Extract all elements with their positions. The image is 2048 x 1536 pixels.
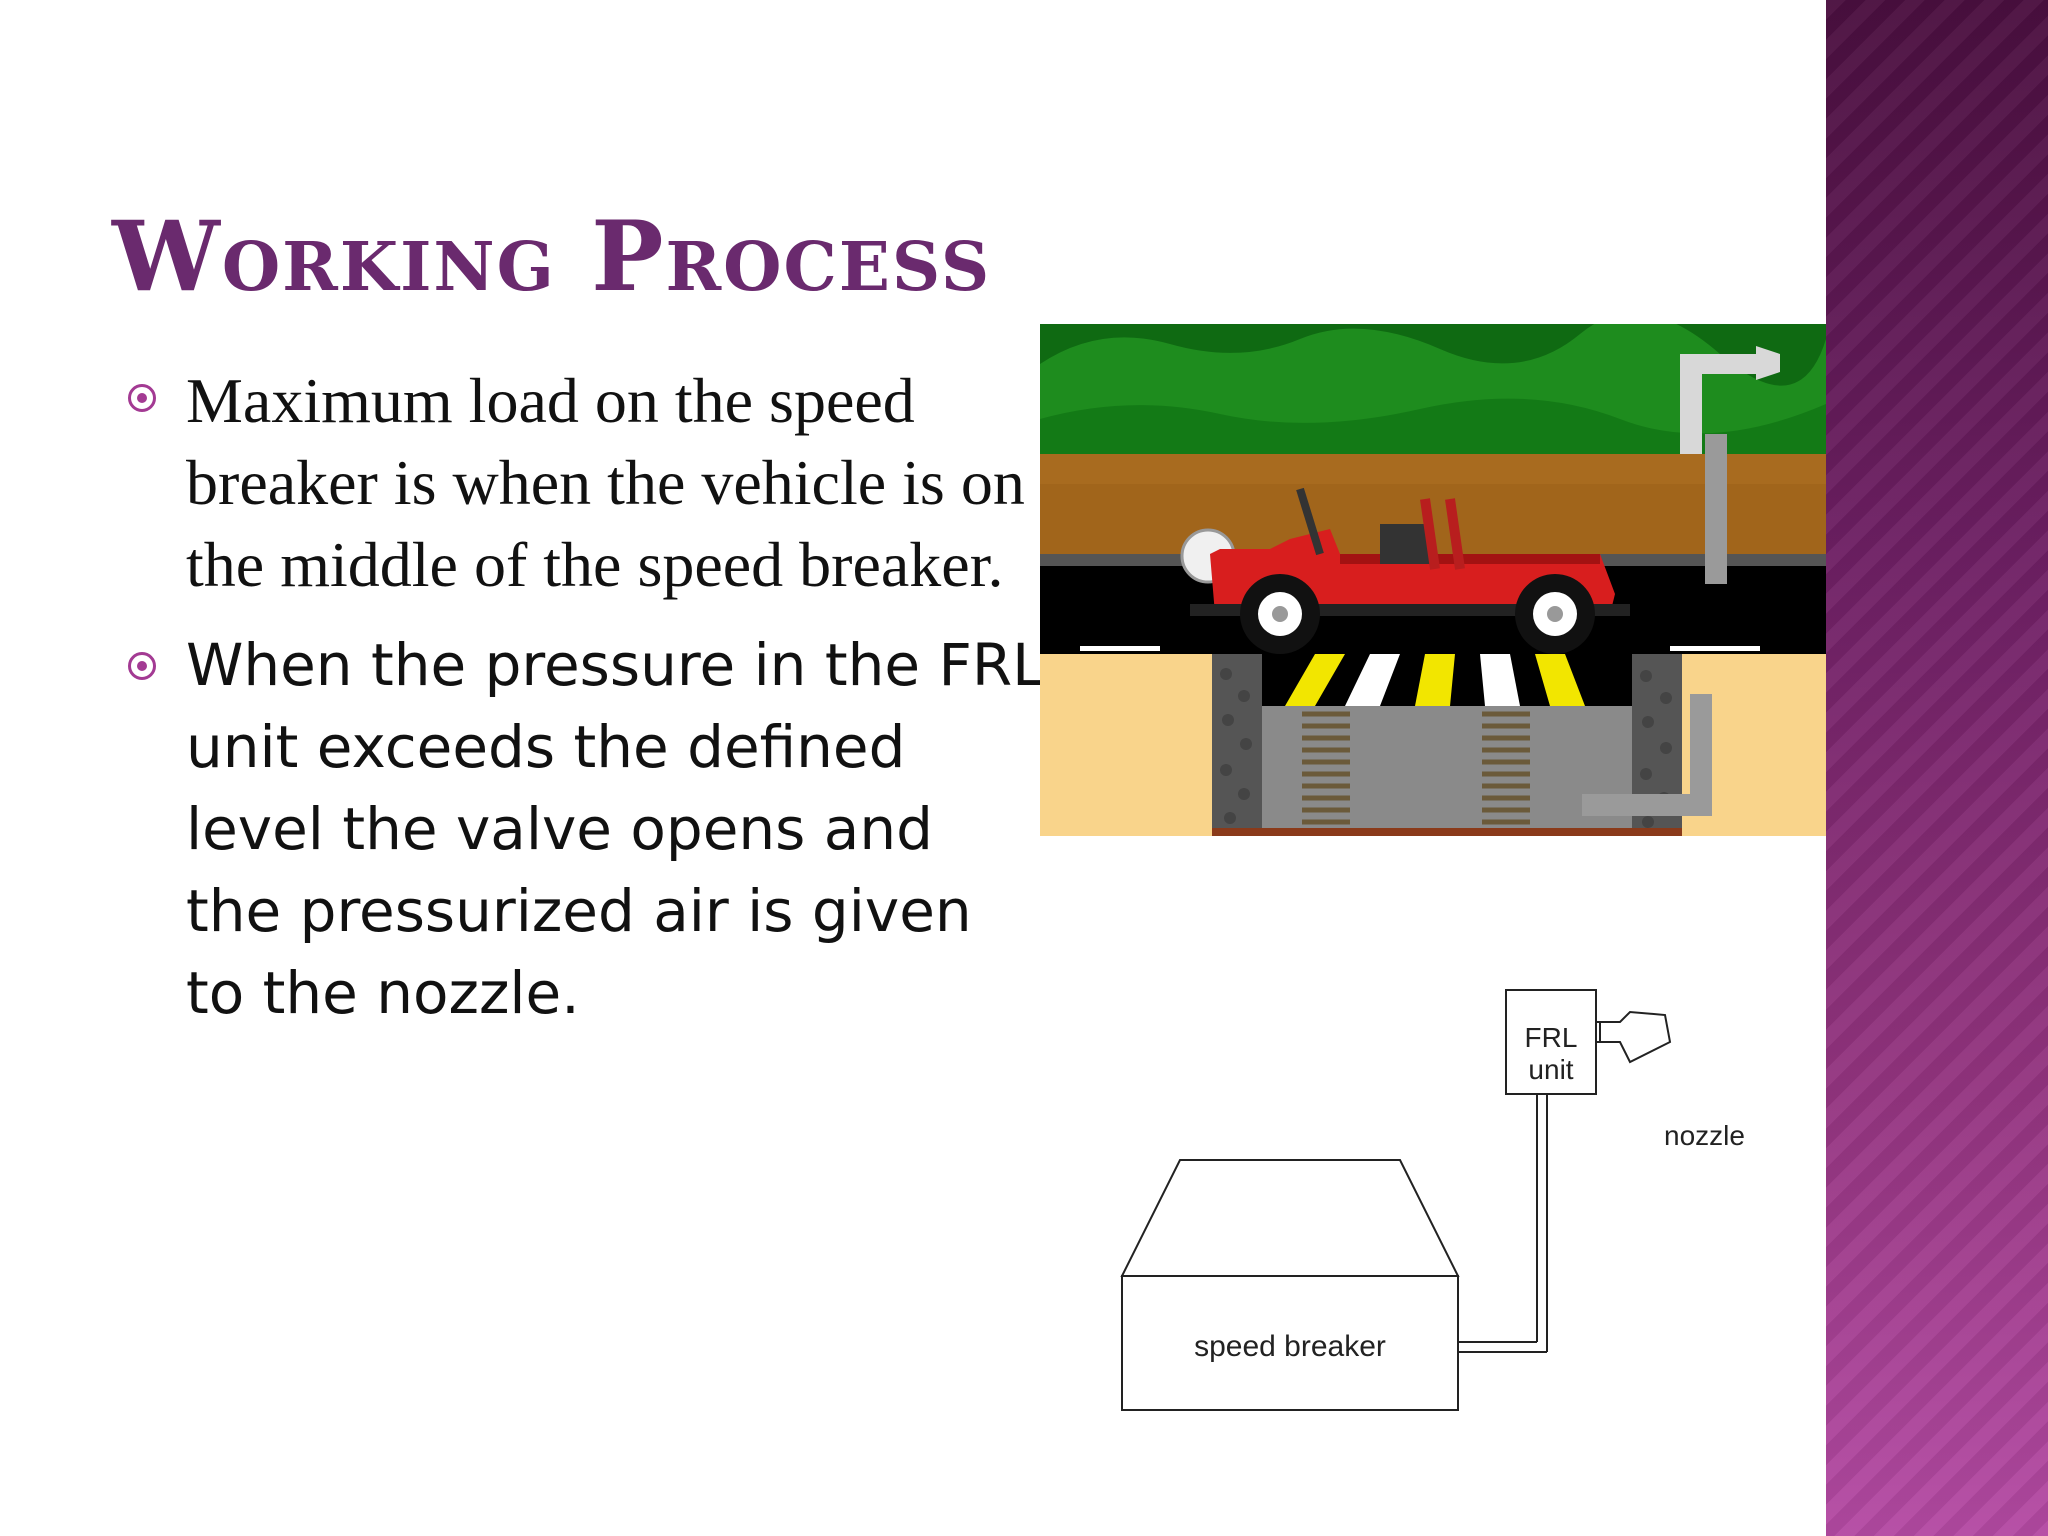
bullet-circle-icon: [128, 384, 156, 412]
bullet-list: Maximum load on the speed breaker is whe…: [124, 360, 1044, 1052]
bullet-circle-icon: [128, 652, 156, 680]
speed-breaker-box: [1121, 1275, 1459, 1411]
air-pipe: [1582, 346, 1780, 816]
nozzle-label: nozzle: [1664, 1120, 1745, 1151]
bullet-item: Maximum load on the speed breaker is whe…: [124, 360, 1046, 606]
slide-title: Working Process: [112, 200, 992, 313]
breaker-top-shape: [1120, 1159, 1460, 1277]
bullet-text: Maximum load on the speed breaker is whe…: [186, 365, 1025, 600]
jeep: [1180, 487, 1630, 654]
bullet-text: When the pressure in the FRL unit exceed…: [186, 631, 1045, 1027]
frl-unit-label: FRL unit: [1524, 1022, 1578, 1085]
bullet-item: When the pressure in the FRL unit exceed…: [124, 624, 1046, 1034]
nozzle-shape: [1599, 1010, 1672, 1064]
speed-breaker-label: speed breaker: [1194, 1330, 1386, 1363]
frl-schematic-diagram: [1120, 989, 1672, 1411]
side-decoration-band: [1826, 0, 2048, 1536]
speed-breaker-illustration: [1040, 324, 1826, 836]
